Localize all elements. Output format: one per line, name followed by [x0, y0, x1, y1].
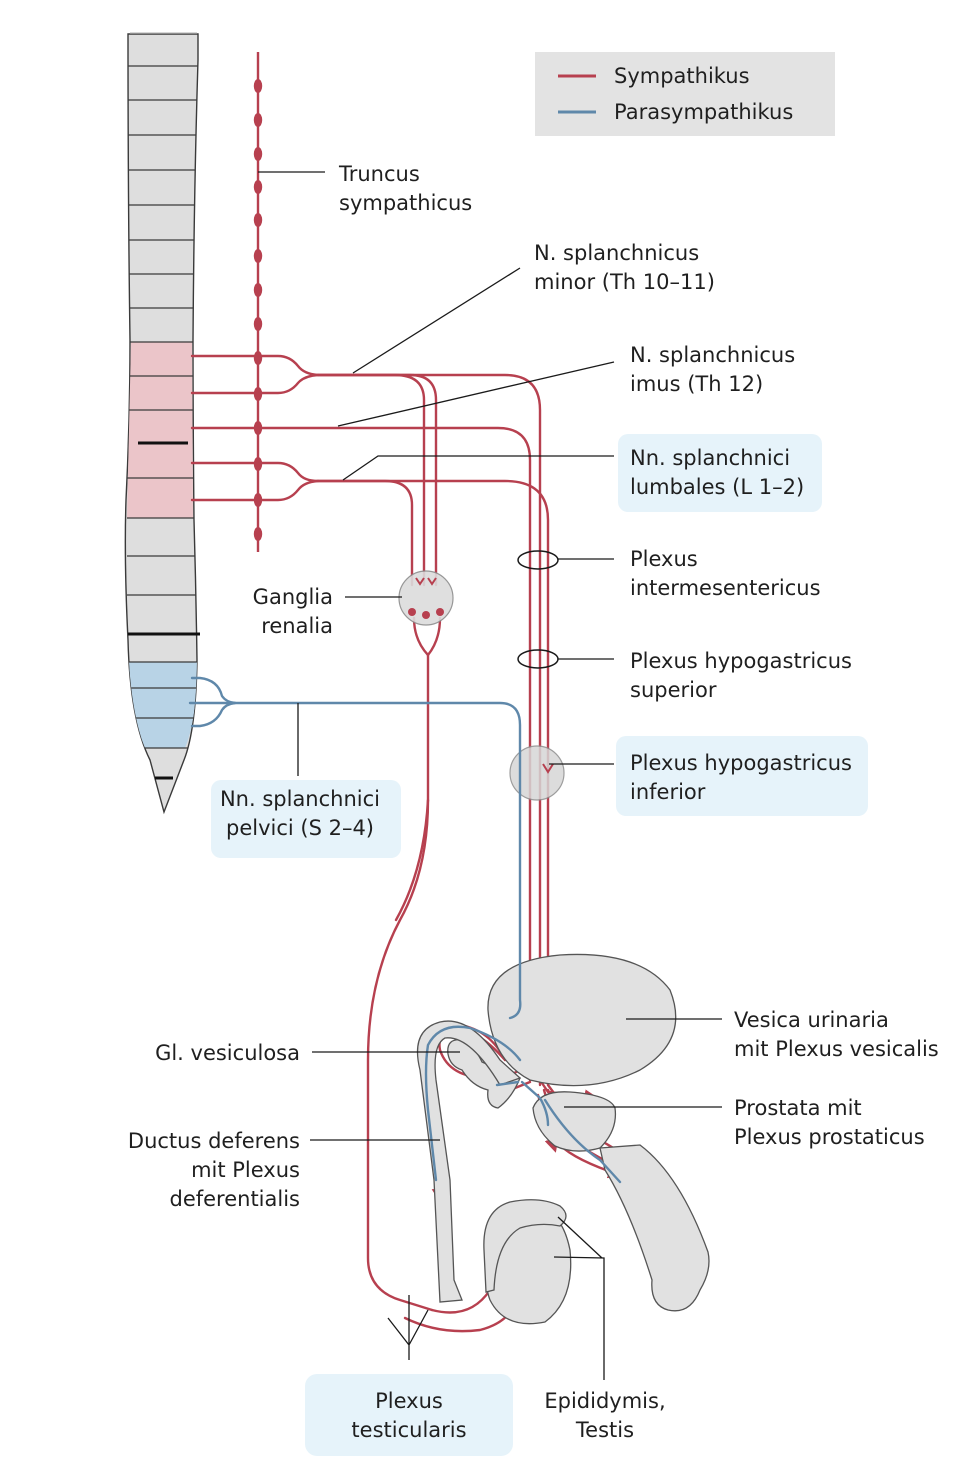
label-intermes-2: intermesentericus	[630, 576, 821, 600]
trunk-ganglion	[253, 317, 263, 331]
label-lumbales-2: lumbales (L 1–2)	[630, 475, 804, 499]
epididymis	[483, 1199, 567, 1293]
label-imus-1: N. splanchnicus	[630, 343, 795, 367]
segment-dividers	[127, 65, 198, 749]
label-ductus-2: mit Plexus	[191, 1158, 300, 1182]
plexus-hypogastricus-superior	[517, 649, 559, 669]
region-boundaries	[128, 441, 200, 780]
label-epididymis-2: Testis	[575, 1418, 634, 1442]
label-imus-2: imus (Th 12)	[630, 372, 763, 396]
trunk-ganglion	[253, 527, 263, 541]
parasympathetic-nerves	[188, 676, 622, 1184]
pelvic-organs	[416, 953, 710, 1325]
label-testicularis-2: testicularis	[351, 1418, 466, 1442]
plexus-intermesentericus	[517, 550, 559, 570]
label-epididymis-1: Epididymis,	[544, 1389, 665, 1413]
trunk-ganglion	[253, 147, 263, 161]
label-vesiculosa: Gl. vesiculosa	[155, 1041, 300, 1065]
plexus-hypogastricus-inferior	[509, 745, 565, 801]
label-ductus-3: deferentialis	[169, 1187, 300, 1211]
label-hypinf-2: inferior	[630, 780, 706, 804]
leader-lines	[258, 171, 722, 1380]
legend-label-sympathikus: Sympathikus	[614, 64, 750, 88]
legend-label-parasympathikus: Parasympathikus	[614, 100, 793, 124]
label-highlights	[211, 434, 868, 1456]
vertebral-column	[124, 32, 200, 815]
label-intermes-1: Plexus	[630, 547, 698, 571]
label-truncus-2: sympathicus	[339, 191, 472, 215]
label-lumbales-1: Nn. splanchnici	[630, 446, 790, 470]
label-prostata-1: Prostata mit	[734, 1096, 862, 1120]
trunk-ganglion	[253, 249, 263, 263]
legend: Sympathikus Parasympathikus	[535, 52, 835, 136]
label-truncus-1: Truncus	[338, 162, 420, 186]
label-testicularis-1: Plexus	[375, 1389, 443, 1413]
ganglia-renalia	[398, 570, 454, 626]
label-minor-1: N. splanchnicus	[534, 241, 699, 265]
penis	[599, 1144, 710, 1312]
labels: Truncus sympathicus N. splanchnicus mino…	[128, 162, 939, 1442]
truncus-sympathicus	[253, 52, 263, 552]
label-vesica-1: Vesica urinaria	[734, 1008, 889, 1032]
label-pelvici-2: pelvici (S 2–4)	[226, 816, 374, 840]
vesica-urinaria	[487, 953, 677, 1087]
trunk-ganglion	[253, 180, 263, 194]
trunk-ganglion	[253, 79, 263, 93]
thoracolumbar-segments	[127, 342, 193, 518]
label-ganglia-2: renalia	[261, 614, 333, 638]
trunk-ganglion	[253, 213, 263, 227]
label-vesica-2: mit Plexus vesicalis	[734, 1037, 939, 1061]
trunk-ganglion	[253, 351, 263, 365]
label-ductus-1: Ductus deferens	[128, 1129, 300, 1153]
label-hypsup-2: superior	[630, 678, 717, 702]
sacral-segments	[129, 662, 197, 748]
label-prostata-2: Plexus prostaticus	[734, 1125, 925, 1149]
trunk-ganglion	[253, 283, 263, 297]
label-ganglia-1: Ganglia	[253, 585, 333, 609]
label-hypinf-1: Plexus hypogastricus	[630, 751, 852, 775]
label-hypsup-1: Plexus hypogastricus	[630, 649, 852, 673]
label-minor-2: minor (Th 10–11)	[534, 270, 715, 294]
trunk-ganglion	[253, 113, 263, 127]
label-pelvici-1: Nn. splanchnici	[220, 787, 380, 811]
ductus-deferens	[416, 1020, 522, 1303]
